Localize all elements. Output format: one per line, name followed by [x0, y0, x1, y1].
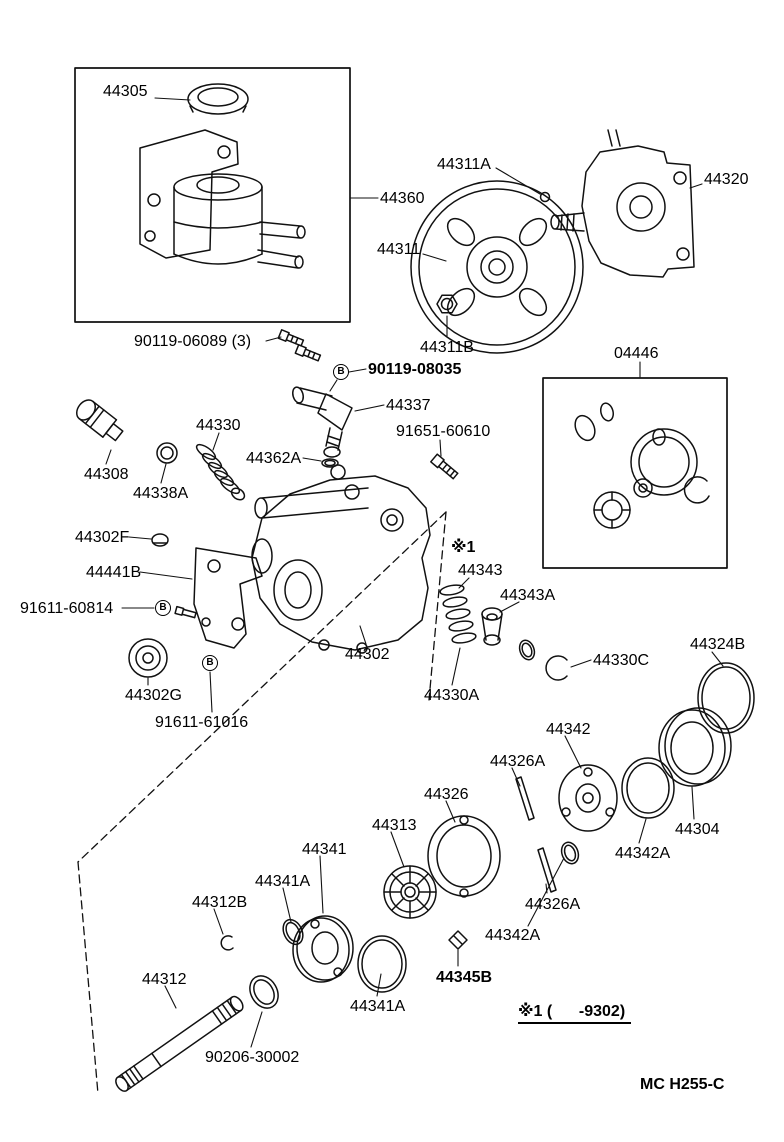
lower-explosion-art [115, 662, 755, 1092]
reservoir-assembly-art [74, 67, 351, 323]
bolt-91651-60610-art [430, 453, 459, 480]
part-label-44305: 44305 [103, 83, 148, 100]
part-label-44343: 44343 [458, 562, 503, 579]
leader-lines [105, 97, 724, 1048]
part-label-44304: 44304 [675, 821, 720, 838]
seal-kit-art [542, 377, 728, 569]
bolt-callout-b-1: B [333, 364, 349, 380]
part-label-44341a-2: 44341A [350, 998, 406, 1015]
washer-44311a-art [539, 191, 551, 203]
part-label-44313: 44313 [372, 817, 417, 834]
part-label-90119-08035: 90119-08035 [368, 361, 462, 378]
part-label-44338a: 44338A [133, 485, 189, 502]
part-label-44324b: 44324B [690, 636, 746, 653]
note-mark-1: ※1 [451, 539, 476, 556]
part-label-44362a: 44362A [246, 450, 302, 467]
fitting-44308-art [75, 399, 124, 442]
housing-44302-art [251, 464, 431, 654]
oring-44338a-art [156, 442, 178, 464]
part-label-90206-30002: 90206-30002 [205, 1049, 300, 1066]
oring-44362a-art [321, 458, 339, 468]
part-label-90119-06089: 90119-06089 (3) [134, 333, 252, 350]
bracket-44441b-art [193, 547, 263, 649]
part-label-91611-61016: 91611-61016 [155, 714, 249, 731]
part-label-44330c: 44330C [593, 652, 650, 669]
part-label-91651-60610: 91651-60610 [396, 423, 491, 440]
applicability-footnote: ※1 ( -9302) [518, 1003, 632, 1024]
bolt-91611-60814-art [174, 605, 197, 619]
bolt-90119-06089-art [277, 329, 322, 362]
part-label-44311a: 44311A [437, 156, 491, 173]
part-label-44441b: 44441B [86, 564, 142, 581]
part-label-44342a-2: 44342A [485, 927, 541, 944]
part-label-44326a-2: 44326A [525, 896, 581, 913]
part-label-44341: 44341 [302, 841, 347, 858]
part-label-44308: 44308 [84, 466, 129, 483]
dashed-boundary [77, 511, 447, 1095]
valve-44330-art [195, 443, 246, 501]
part-label-44342: 44342 [546, 721, 591, 738]
part-label-44326a-1: 44326A [490, 753, 546, 770]
part-label-44330: 44330 [196, 417, 241, 434]
part-label-44312b: 44312B [192, 894, 248, 911]
part-label-44337: 44337 [386, 397, 431, 414]
bearing-44302g-art [128, 638, 168, 678]
part-label-04446: 04446 [614, 345, 659, 362]
part-label-44330a: 44330A [424, 687, 480, 704]
plug-44302f-art [151, 533, 169, 547]
part-label-44341a-1: 44341A [255, 873, 311, 890]
pulley-art [410, 180, 584, 354]
part-label-44311: 44311 [377, 241, 421, 258]
bolt-callout-b-3: B [202, 655, 218, 671]
bolt-callout-b-2: B [155, 600, 171, 616]
part-label-44360: 44360 [380, 190, 425, 207]
pump-assembly-art [539, 129, 695, 278]
part-label-44326: 44326 [424, 786, 469, 803]
control-valve-art [439, 584, 568, 681]
nut-44311b-art [436, 294, 458, 314]
page-code: MC H255-C [640, 1076, 725, 1093]
part-label-44343a: 44343A [500, 587, 556, 604]
part-label-44302g: 44302G [125, 687, 182, 704]
part-label-44342a-1: 44342A [615, 845, 671, 862]
part-label-44302f: 44302F [75, 529, 130, 546]
part-label-44312: 44312 [142, 971, 187, 988]
part-label-44311b: 44311B [420, 339, 474, 356]
part-label-44302: 44302 [345, 646, 390, 663]
part-label-44320: 44320 [704, 171, 749, 188]
part-label-44345b: 44345B [436, 969, 493, 986]
union-44337-art [291, 386, 353, 458]
part-label-91611-60814: 91611-60814 [20, 600, 114, 617]
